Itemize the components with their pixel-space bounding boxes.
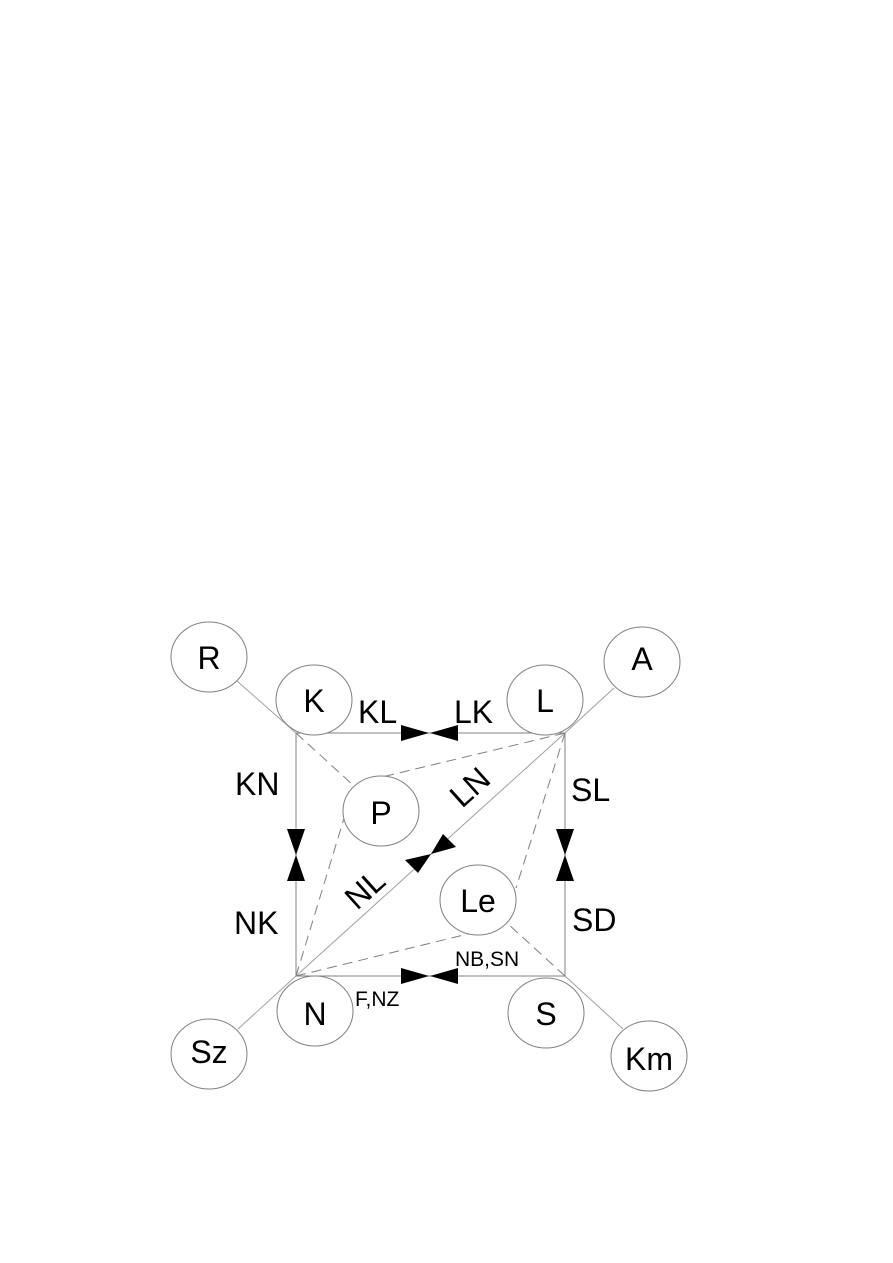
node-a: A (603, 626, 681, 698)
node-le: Le (439, 864, 517, 936)
arrow-sd-icon (556, 855, 574, 881)
node-sz: Sz (170, 1018, 248, 1090)
connector-s-km (564, 975, 624, 1030)
edge-label-kl: KL (358, 694, 397, 730)
arrow-lk-icon (430, 725, 458, 741)
node-km-label: Km (625, 1041, 673, 1077)
node-sz-label: Sz (190, 1034, 227, 1070)
node-r-label: R (197, 640, 220, 676)
dashed-s-le (506, 922, 566, 977)
node-p-label: P (370, 795, 391, 831)
node-r: R (170, 621, 248, 693)
edge-label-nl: NL (338, 862, 392, 916)
node-p: P (342, 775, 420, 847)
arrow-fnz-icon (401, 968, 429, 984)
arrow-nk-icon (287, 855, 305, 881)
connector-l-a (564, 687, 615, 734)
edge-label-kn: KN (235, 766, 279, 802)
edge-label-nk: NK (234, 905, 278, 941)
node-s: S (507, 977, 585, 1049)
edge-label-f-nz: F,NZ (355, 988, 400, 1011)
dashed-n-p (295, 814, 346, 977)
dashed-l-le (515, 732, 566, 889)
arrow-kn-icon (287, 829, 305, 855)
node-l: L (506, 664, 584, 736)
node-n-label: N (303, 996, 326, 1032)
edge-label-sd: SD (572, 902, 616, 938)
node-k: K (275, 664, 353, 736)
dashed-n-le (295, 932, 473, 977)
edge-label-lk: LK (454, 694, 493, 730)
node-l-label: L (536, 683, 554, 719)
edge-label-nb-sn: NB,SN (455, 948, 519, 971)
node-le-label: Le (460, 883, 496, 919)
edge-label-sl: SL (571, 772, 610, 808)
node-n: N (276, 975, 354, 1047)
node-s-label: S (535, 996, 556, 1032)
connector-n-sz (237, 975, 297, 1030)
arrow-ln-icon (431, 834, 456, 854)
node-k-label: K (303, 683, 324, 719)
arrow-nbsn-icon (430, 968, 458, 984)
dashed-k-p (295, 732, 354, 786)
edge-label-ln: LN (443, 760, 497, 814)
node-km: Km (610, 1020, 688, 1092)
arrow-kl-icon (401, 725, 429, 741)
arrow-sl-icon (556, 829, 574, 855)
arrow-nl-icon (405, 854, 431, 873)
node-a-label: A (631, 641, 653, 677)
